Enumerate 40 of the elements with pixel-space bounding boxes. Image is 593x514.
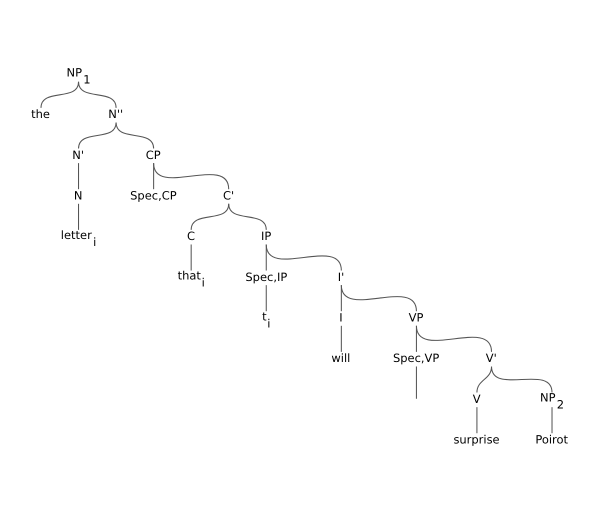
connector <box>78 81 117 108</box>
connector <box>78 162 80 189</box>
node-text: the <box>31 106 50 121</box>
connector <box>266 244 342 270</box>
node-text: V' <box>486 350 497 365</box>
connector <box>228 203 267 230</box>
node-text: I' <box>338 269 344 284</box>
node-text: surprise <box>453 432 500 446</box>
connector <box>416 366 417 398</box>
connector <box>476 406 478 433</box>
node-text: I <box>339 310 343 324</box>
node-text: N <box>74 188 82 202</box>
connector <box>190 203 230 230</box>
connector <box>116 122 154 148</box>
node-text: V <box>472 391 481 406</box>
connector <box>266 244 267 270</box>
node-text: Poirot <box>535 432 568 446</box>
connector <box>416 325 492 352</box>
node-text: N'' <box>108 106 124 121</box>
node-text: N' <box>72 147 84 162</box>
node-text: Spec,CP <box>130 188 177 202</box>
node-text: C <box>186 228 196 243</box>
connector <box>266 284 267 311</box>
connector <box>153 162 230 189</box>
node-text: CP <box>146 147 161 162</box>
connector <box>78 122 117 148</box>
node-text: VP <box>408 310 424 324</box>
connector <box>190 244 192 270</box>
connector <box>551 406 553 433</box>
node-text: Spec,IP <box>245 269 288 284</box>
node-text: will <box>331 350 350 365</box>
connector <box>491 366 553 392</box>
connector <box>340 325 342 352</box>
connector <box>153 162 154 189</box>
connector <box>40 81 80 108</box>
node-text: IP <box>261 228 272 243</box>
connector <box>340 284 417 311</box>
node-text: Spec,VP <box>392 350 440 365</box>
node-text: C' <box>222 188 234 202</box>
connector <box>78 203 80 230</box>
